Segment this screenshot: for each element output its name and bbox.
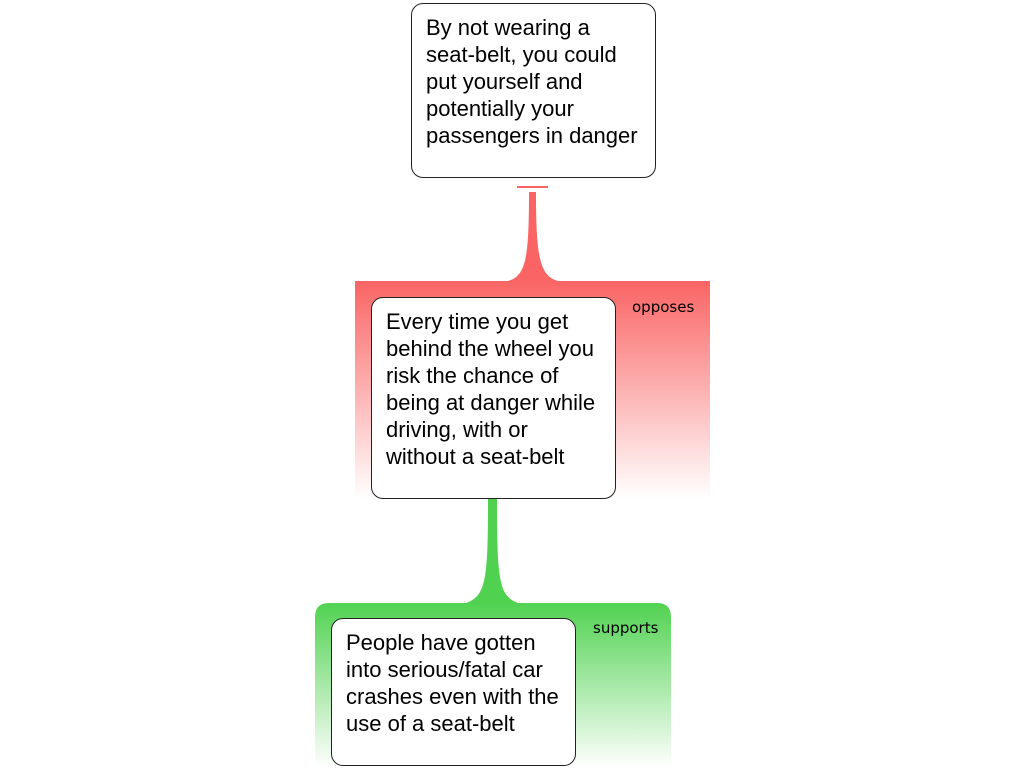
claim-node-bottom[interactable]: People have gotten into serious/fatal ca… — [331, 618, 576, 766]
claim-node-middle[interactable]: Every time you get behind the wheel you … — [371, 297, 616, 499]
supports-stem — [466, 499, 518, 603]
supports-label: supports — [593, 619, 659, 637]
opposes-stem — [508, 192, 558, 281]
opposes-label: opposes — [632, 298, 695, 316]
claim-node-top[interactable]: By not wearing a seat-belt, you could pu… — [411, 3, 656, 178]
